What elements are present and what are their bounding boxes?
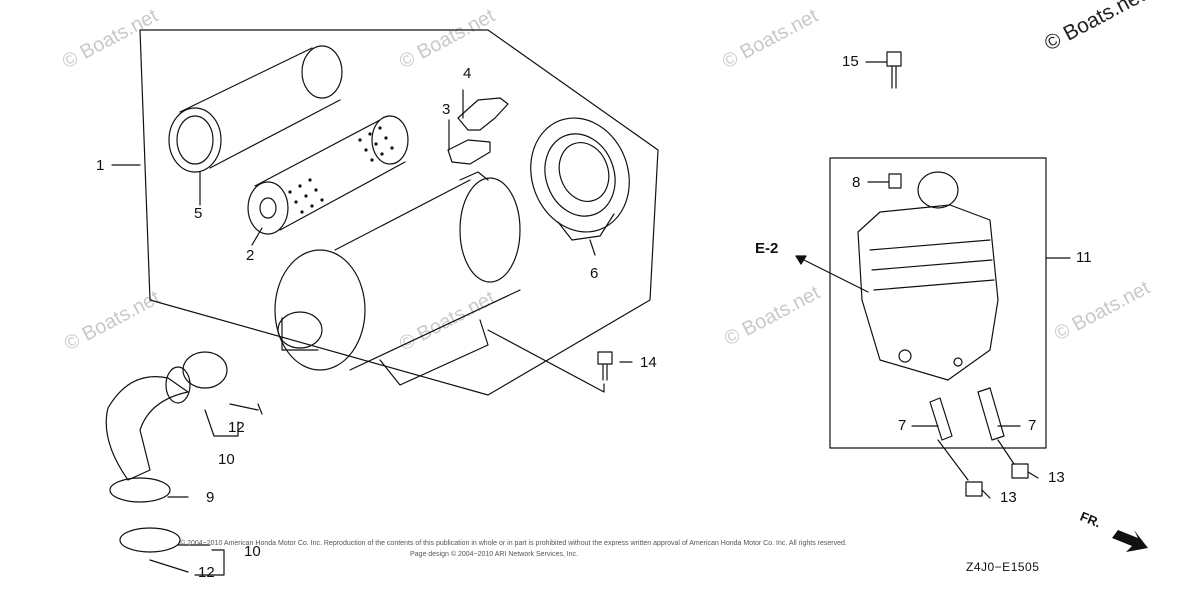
callout-13b: 13 (1000, 489, 1017, 506)
callout-5: 5 (194, 205, 203, 222)
callout-12b: 12 (198, 564, 215, 581)
foam-sleeve (168, 45, 343, 173)
callout-6: 6 (590, 265, 599, 282)
e2-arrow (795, 255, 869, 293)
screw-12b (149, 559, 189, 573)
sub-assembly-outline (829, 157, 1047, 449)
cover-ring (530, 117, 630, 241)
callout-7b: 7 (1028, 417, 1037, 434)
bolt-15 (886, 51, 902, 89)
elbow-tube (105, 366, 191, 503)
callout-8: 8 (852, 174, 861, 191)
callout-15: 15 (842, 53, 859, 70)
tube-7b (977, 387, 1005, 441)
reference-e2: E-2 (755, 240, 779, 257)
clip-4 (457, 97, 509, 131)
clamp-10b (119, 527, 181, 553)
assembly-outline (139, 29, 659, 396)
resonator (857, 171, 999, 381)
callout-9: 9 (206, 489, 215, 506)
diagram-code: Z4J0−E1505 (966, 560, 1040, 574)
callout-2: 2 (246, 247, 255, 264)
filter-element (247, 115, 409, 235)
clamp-10 (182, 351, 228, 389)
grommet-13a (965, 481, 983, 497)
collar-8 (888, 173, 902, 189)
callout-3: 3 (442, 101, 451, 118)
callout-12a: 12 (228, 419, 245, 436)
air-cleaner-case (274, 171, 521, 386)
grommet-13b (1011, 463, 1029, 479)
callout-10a: 10 (218, 451, 235, 468)
copyright-line-2: Page design © 2004−2010 ARI Network Serv… (410, 551, 579, 558)
perforation-dots (288, 126, 394, 214)
copyright-line-1: © 2004−2010 American Honda Motor Co. Inc… (180, 540, 847, 547)
fr-arrow (1112, 530, 1148, 552)
callout-1: 1 (96, 157, 105, 174)
callout-13a: 13 (1048, 469, 1065, 486)
callout-7a: 7 (898, 417, 907, 434)
tube-7a (929, 397, 953, 441)
callout-4: 4 (463, 65, 472, 82)
screw-12 (229, 403, 263, 415)
clip-3 (447, 139, 491, 165)
callout-11: 11 (1076, 249, 1092, 266)
callout-10b: 10 (244, 543, 261, 560)
callout-14: 14 (640, 354, 657, 371)
bolt-14 (597, 351, 613, 381)
